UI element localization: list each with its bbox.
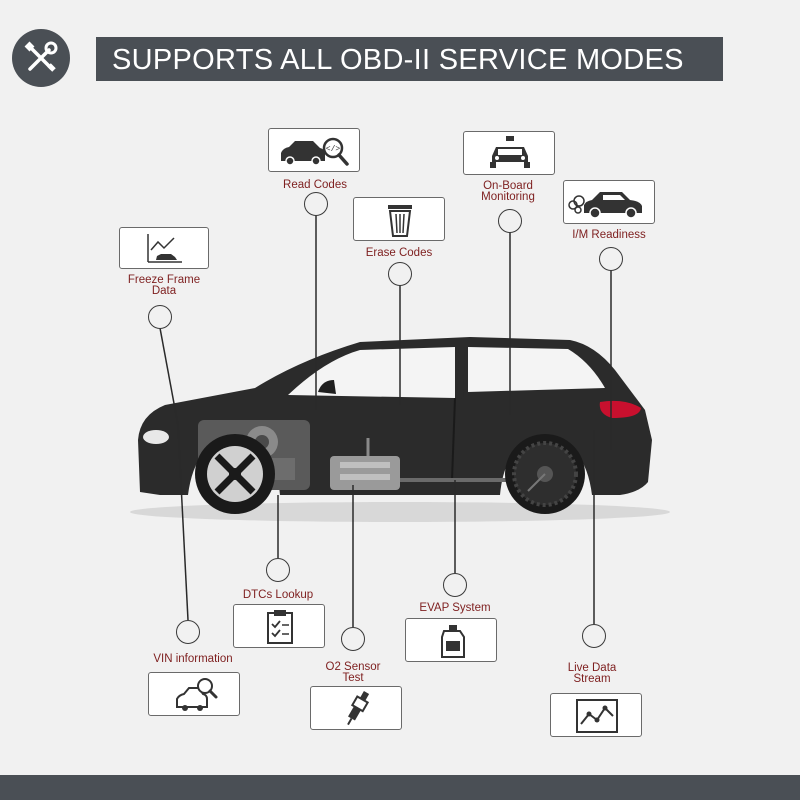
wrench-screwdriver-icon [12,29,70,87]
spark-plug-icon [347,691,370,726]
on-board-marker [498,209,522,233]
evap-marker [443,573,467,597]
read-codes-icon-box: </> [268,128,360,172]
on-board-label-line1: On-Board [483,180,533,192]
footer-bar [0,775,800,800]
on-board-label-line2: Monitoring [481,191,535,203]
erase-codes-marker [388,262,412,286]
dtcs-lookup-marker [266,558,290,582]
freeze-frame-marker [148,305,172,329]
connector-lines [159,215,612,627]
transmission [330,456,400,490]
tail-light [599,400,641,418]
o2-sensor-marker [341,627,365,651]
evap-label: EVAP System [419,602,491,614]
car-exhaust-icon [568,192,642,219]
freeze-frame-label-line1: Freeze Frame [127,274,201,286]
page-title: SUPPORTS ALL OBD-II SERVICE MODES [112,44,684,76]
vin-info-marker [176,620,200,644]
live-data-label-line1: Live Data [567,662,617,674]
live-data-marker [582,624,606,648]
headlight [143,430,169,444]
vin-info-label: VIN information [153,653,233,665]
freeze-frame-icon-box [119,227,209,269]
dtcs-lookup-label: DTCs Lookup [242,589,314,601]
on-board-icon-box [463,131,555,175]
front-wheel [195,434,275,514]
erase-codes-icon-box [353,197,445,241]
o2-sensor-label-line2: Test [342,672,364,684]
im-readiness-label: I/M Readiness [572,229,646,241]
dtcs-lookup-icon-box [233,604,325,648]
police-car-icon [490,136,530,168]
svg-text:</>: </> [326,145,341,154]
graph-car-icon [147,234,182,263]
line-chart-icon [576,699,618,733]
vin-info-icon-box [148,672,240,716]
erase-codes-label: Erase Codes [365,247,433,259]
live-data-label-line2: Stream [573,673,611,685]
live-data-icon-box [550,693,642,737]
freeze-frame-label-line2: Data [151,285,177,297]
rear-wheel [505,434,585,514]
im-readiness-icon-box [563,180,655,224]
evap-icon-box [405,618,497,662]
clipboard-checklist-icon [267,610,293,644]
read-codes-label: Read Codes [283,179,347,191]
fuel-canister-icon [441,625,465,658]
trash-can-icon [388,205,412,237]
car-search-icon [176,678,218,711]
rear-window [468,347,605,392]
im-readiness-marker [599,247,623,271]
header-banner [96,37,723,81]
car-magnifier-icon: </> [281,137,349,166]
o2-sensor-label-line1: O2 Sensor [325,661,381,673]
o2-sensor-icon-box [310,686,402,730]
read-codes-marker [304,192,328,216]
